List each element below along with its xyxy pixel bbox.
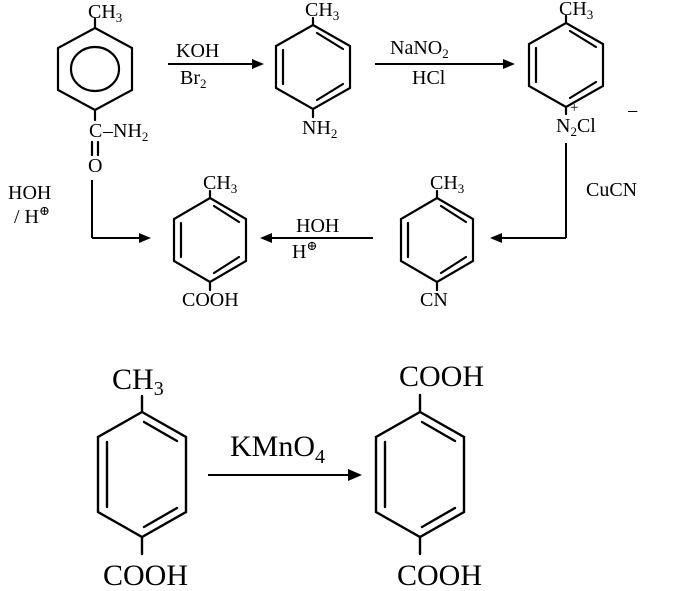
benzene-ring (56, 26, 134, 112)
amine-label: NH2 (302, 117, 337, 141)
arrow-head (490, 233, 502, 243)
reagent-hoh: HOH (296, 215, 339, 237)
amide-nh2-label: –NH2 (102, 120, 148, 144)
inner-double-bond-2 (212, 255, 241, 275)
benzene-ring (274, 23, 352, 111)
p-tolunitrile: CH3 CN (399, 172, 475, 311)
p-toluamide: CH3 C –NH2 O (56, 1, 148, 177)
inner-double-bond-1 (420, 420, 457, 443)
diazonium-salt: CH3 + N2Cl − (527, 0, 638, 139)
methyl-label: CH3 (88, 1, 122, 25)
methyl-label: CH3 (430, 172, 464, 196)
inner-double-bond-2 (568, 80, 598, 100)
benzene-ring (374, 410, 466, 539)
arrow-head (503, 59, 515, 69)
methyl-label: CH3 (559, 0, 593, 22)
reagent-koh: KOH (176, 40, 219, 62)
nitrile-label: CN (420, 289, 448, 311)
benzene-ring (96, 410, 188, 539)
reagent-hoh-left: HOH (8, 182, 51, 204)
inner-double-bond-1 (212, 204, 241, 224)
methyl-label: CH3 (112, 363, 164, 400)
reagent-nano2: NaNO2 (390, 37, 449, 61)
inner-double-bond-1 (439, 204, 468, 224)
p-toluidine: CH3 NH2 (274, 0, 352, 141)
carboxyl-bottom-label: COOH (397, 559, 482, 591)
reagent-kmno4: KMnO4 (230, 430, 325, 468)
reagent-h-plus-left: / H⊕ (14, 203, 50, 228)
inner-double-bond-1 (315, 31, 345, 51)
arrow-head (348, 469, 362, 481)
carboxyl-label: COOH (182, 289, 239, 311)
methyl-label: CH3 (203, 172, 237, 196)
minus-charge: − (627, 101, 638, 123)
benzene-ring (527, 21, 605, 109)
bottom-product: COOH COOH (374, 360, 484, 591)
carbonyl-carbon-label: C (89, 120, 102, 142)
oxidation-arrow: KMnO4 (208, 430, 362, 481)
diazotization-arrow: NaNO2 HCl (375, 37, 515, 89)
nitrile-hydrolysis-arrow: HOH H⊕ (260, 215, 373, 263)
carbonyl-oxygen-label: O (88, 155, 102, 177)
inner-double-bond-2 (420, 506, 457, 529)
arrow-head (260, 233, 272, 243)
amide-hydrolysis-arrow: HOH / H⊕ (8, 180, 151, 243)
reagent-cucn: CuCN (586, 179, 637, 201)
aromatic-circle (69, 45, 121, 93)
inner-double-bond-1 (142, 420, 179, 443)
benzene-ring (172, 196, 248, 284)
inner-double-bond-2 (439, 255, 468, 275)
methyl-label: CH3 (305, 0, 339, 23)
reagent-h-plus: H⊕ (292, 238, 317, 263)
plus-charge: + (570, 100, 578, 116)
reagent-hcl: HCl (412, 67, 446, 89)
benzene-ring (399, 196, 475, 284)
reagent-br2: Br2 (180, 67, 207, 91)
inner-double-bond-2 (142, 506, 179, 529)
hofmann-arrow: KOH Br2 (168, 40, 264, 91)
inner-double-bond-2 (315, 82, 345, 102)
arrow-head (139, 233, 151, 243)
sandmeyer-arrow: CuCN (490, 143, 637, 243)
bottom-reactant: CH3 COOH (96, 363, 188, 591)
diazonium-label: N2Cl (556, 115, 596, 139)
inner-double-bond-1 (568, 29, 598, 49)
carboxyl-top-label: COOH (399, 360, 484, 393)
arrow-head (252, 59, 264, 69)
carboxyl-label: COOH (103, 559, 188, 591)
p-toluic-acid: CH3 COOH (172, 172, 248, 311)
